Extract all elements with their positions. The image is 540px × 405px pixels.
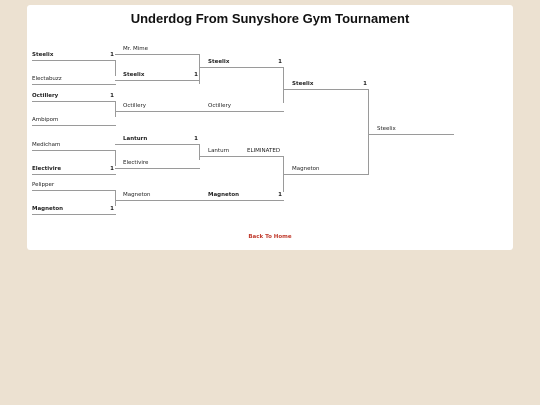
team-name: Octillery <box>123 103 146 109</box>
team-name: Mr. Mime <box>123 46 149 52</box>
team-name: Ambipom <box>32 117 59 123</box>
team-name: Electivire <box>32 166 62 172</box>
eliminated-status: ELIMINATED <box>247 148 281 154</box>
bracket-connector <box>368 89 369 175</box>
bracket-slot: Octillery <box>115 102 200 112</box>
team-name: Electabuzz <box>32 76 62 82</box>
team-name: Octillery <box>208 103 231 109</box>
team-score: 1 <box>194 136 198 142</box>
team-name: Magneton <box>292 166 320 172</box>
team-name: Steelix <box>292 81 314 87</box>
bracket-slot: Steelix 1 <box>283 80 369 90</box>
bracket-slot: Magneton 1 <box>32 205 116 215</box>
team-name: Magneton <box>123 192 151 198</box>
bracket-slot: Octillery 1 <box>32 92 116 102</box>
bracket-slot: Lanturn ELIMINATED <box>199 147 284 157</box>
team-score: 1 <box>110 52 114 58</box>
bracket-slot: Steelix 1 <box>199 58 284 68</box>
bracket-connector <box>199 54 200 84</box>
bracket-slot: Mr. Mime <box>115 45 200 55</box>
champion-name: Steelix <box>377 126 396 132</box>
team-score: 1 <box>278 192 282 198</box>
bracket-connector <box>115 190 116 206</box>
team-name: Octillery <box>32 93 59 99</box>
bracket-slot: Pelipper <box>32 181 116 191</box>
bracket-slot: Magneton <box>283 165 369 175</box>
team-name: Lanturn <box>123 136 148 142</box>
bracket-slot: Steelix 1 <box>32 51 116 61</box>
bracket-slot: Electabuzz <box>32 75 116 85</box>
bracket-slot: Magneton <box>115 191 200 201</box>
team-name: Pelipper <box>32 182 55 188</box>
page-title: Underdog From Sunyshore Gym Tournament <box>130 11 410 26</box>
bracket-slot: Steelix 1 <box>115 71 200 81</box>
bracket-slot: Ambipom <box>32 116 116 126</box>
bracket-slot: Electivire <box>115 159 200 169</box>
bracket-connector <box>283 67 284 103</box>
team-score: 1 <box>278 59 282 65</box>
team-name: Magneton <box>208 192 240 198</box>
team-score: 1 <box>363 81 367 87</box>
bracket-slot: Magneton 1 <box>199 191 284 201</box>
back-to-home-link[interactable]: Back To Home <box>248 234 292 240</box>
team-score: 1 <box>110 93 114 99</box>
bracket-connector <box>115 60 116 76</box>
champion-slot: Steelix <box>368 125 454 135</box>
bracket-slot: Medicham <box>32 141 116 151</box>
bracket-slot: Octillery <box>199 102 284 112</box>
bracket-slot: Electivire 1 <box>32 165 116 175</box>
team-score: 1 <box>110 166 114 172</box>
team-score: 1 <box>110 206 114 212</box>
bracket-slot: Lanturn 1 <box>115 135 200 145</box>
bracket-connector <box>115 101 116 117</box>
team-name: Steelix <box>32 52 54 58</box>
bracket-connector <box>115 150 116 166</box>
team-score: 1 <box>194 72 198 78</box>
team-name: Magneton <box>32 206 64 212</box>
tournament-panel: Underdog From Sunyshore Gym Tournament S… <box>27 5 513 250</box>
bracket-connector <box>199 144 200 160</box>
team-name: Electivire <box>123 160 149 166</box>
team-name: Medicham <box>32 142 61 148</box>
team-name: Steelix <box>123 72 145 78</box>
team-name: Steelix <box>208 59 230 65</box>
team-name: Lanturn <box>208 148 230 154</box>
